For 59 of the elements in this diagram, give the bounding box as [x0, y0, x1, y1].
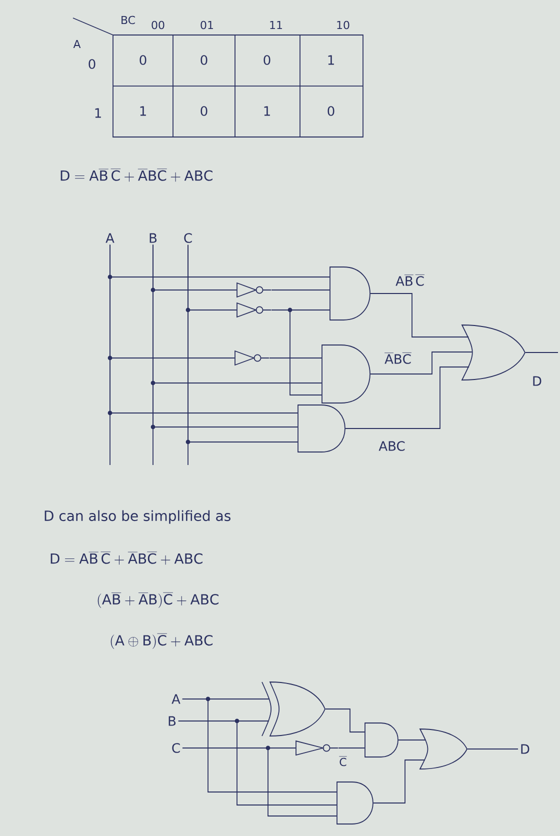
or-gate — [420, 728, 468, 770]
note-text: D can also be simplified as — [44, 510, 230, 524]
and-gate — [322, 344, 370, 404]
wire — [525, 352, 558, 353]
and-gate — [336, 782, 374, 824]
output-label: D — [521, 744, 530, 754]
wire — [152, 244, 298, 428]
row-header: 0 — [88, 59, 96, 69]
wire — [182, 748, 337, 816]
signal-label: $\mathrm{\overline{C}}$ — [339, 756, 347, 766]
wire — [370, 293, 470, 338]
not-gate — [236, 302, 272, 318]
cell-value: 1 — [264, 106, 270, 116]
and-gate — [298, 404, 346, 452]
xor-gate — [262, 682, 326, 736]
cell-value: 0 — [264, 55, 270, 65]
not-gate — [296, 740, 338, 756]
wire — [325, 708, 365, 732]
column-header: 01 — [200, 20, 213, 30]
column-header: 11 — [270, 21, 282, 30]
output-label: D — [533, 376, 542, 386]
input-label: B — [150, 233, 157, 243]
wire — [345, 366, 470, 429]
variable-label: A — [73, 40, 81, 48]
column-header: 10 — [337, 20, 350, 30]
cell-value: 0 — [200, 106, 208, 116]
wire — [373, 760, 426, 804]
wire — [370, 352, 472, 374]
or-gate — [462, 324, 526, 380]
input-label: C — [172, 743, 180, 753]
cell-value: 1 — [328, 55, 334, 65]
wire — [271, 310, 322, 396]
wire — [467, 748, 518, 750]
input-label: A — [106, 233, 114, 243]
not-gate — [234, 350, 270, 366]
cell-value: 0 — [200, 55, 208, 65]
input-label: C — [184, 233, 192, 243]
output-label: ABC — [378, 441, 405, 451]
equation: $\mathrm{D = A\overline{B}\,\overline{C} + \overline{A}B\overline{C} + ABC}$ — [60, 168, 212, 182]
variable-label: BC — [122, 16, 135, 24]
input-label: A — [172, 694, 180, 704]
wire — [182, 698, 337, 792]
row-header: 1 — [95, 108, 101, 118]
column-header: 00 — [152, 20, 164, 30]
equation: $\mathrm{(A\overline{B} + \overline{A}B)\overline{C} + ABC}$ — [98, 592, 218, 608]
wire — [188, 244, 298, 442]
output-label: $\mathrm{\overline{A}B\overline{C}}$ — [384, 352, 412, 364]
input-label: B — [168, 716, 176, 726]
cell-value: 0 — [328, 106, 334, 116]
not-gate — [236, 282, 272, 298]
wire — [178, 720, 337, 806]
equation: $\mathrm{(A \oplus B)\overline{C} + ABC}$ — [110, 634, 213, 649]
wire — [110, 244, 298, 414]
cell-value: 0 — [140, 55, 146, 65]
and-gate — [330, 266, 370, 320]
cell-value: 1 — [140, 106, 146, 116]
and-gate — [364, 722, 398, 758]
output-label: $\mathrm{A\overline{B}\,\overline{C}}$ — [396, 274, 424, 286]
equation: $\mathrm{D = A\overline{B}\,\overline{C} + \overline{A}B\overline{C} + ABC}$ — [50, 552, 202, 565]
